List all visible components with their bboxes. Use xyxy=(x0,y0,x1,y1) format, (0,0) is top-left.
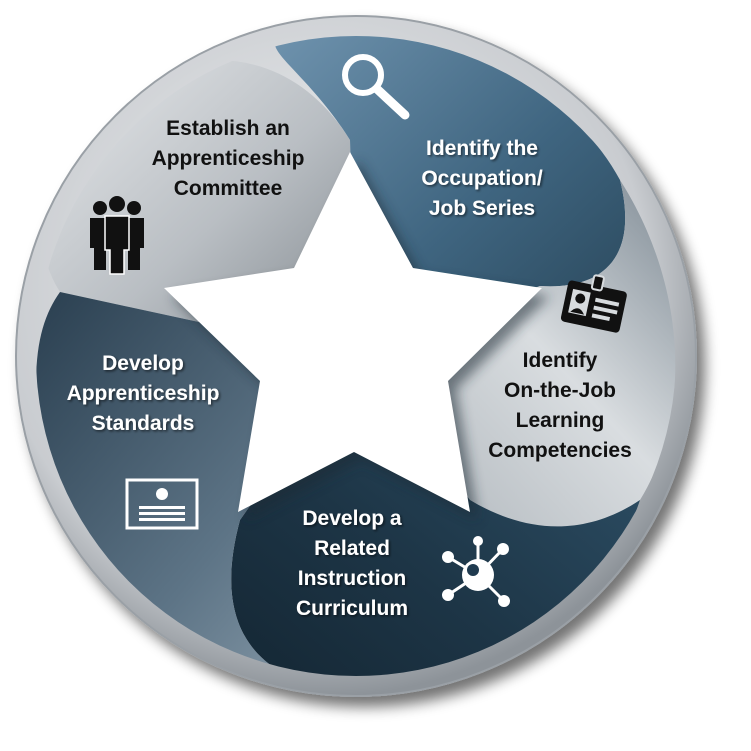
label-committee-line: Establish an xyxy=(166,117,290,140)
label-standards-line: Apprenticeship xyxy=(67,382,220,405)
label-ojl-line: On-the-Job xyxy=(504,379,616,402)
label-standards-line: Standards xyxy=(92,412,195,435)
label-committee-line: Apprenticeship xyxy=(152,147,305,170)
group-people-icon xyxy=(90,196,144,275)
label-occupation-line: Job Series xyxy=(429,197,535,220)
label-committee-line: Committee xyxy=(174,177,283,200)
label-occupation-line: Identify the xyxy=(426,137,538,160)
network-hub-icon xyxy=(442,536,510,607)
magnifying-glass-icon xyxy=(342,54,410,120)
label-ojl-line: Identify xyxy=(523,349,598,372)
label-standards-line: Develop xyxy=(102,352,184,375)
label-ojl-line: Learning xyxy=(516,409,605,432)
label-ojl-line: Competencies xyxy=(488,439,632,462)
label-curriculum-line: Curriculum xyxy=(296,597,408,620)
certificate-icon xyxy=(125,478,199,530)
id-badge-icon xyxy=(560,274,627,333)
label-curriculum-line: Instruction xyxy=(298,567,407,590)
label-curriculum-line: Related xyxy=(314,537,390,560)
label-curriculum-line: Develop a xyxy=(302,507,402,530)
label-occupation-line: Occupation/ xyxy=(421,167,543,190)
center-star xyxy=(164,152,542,512)
